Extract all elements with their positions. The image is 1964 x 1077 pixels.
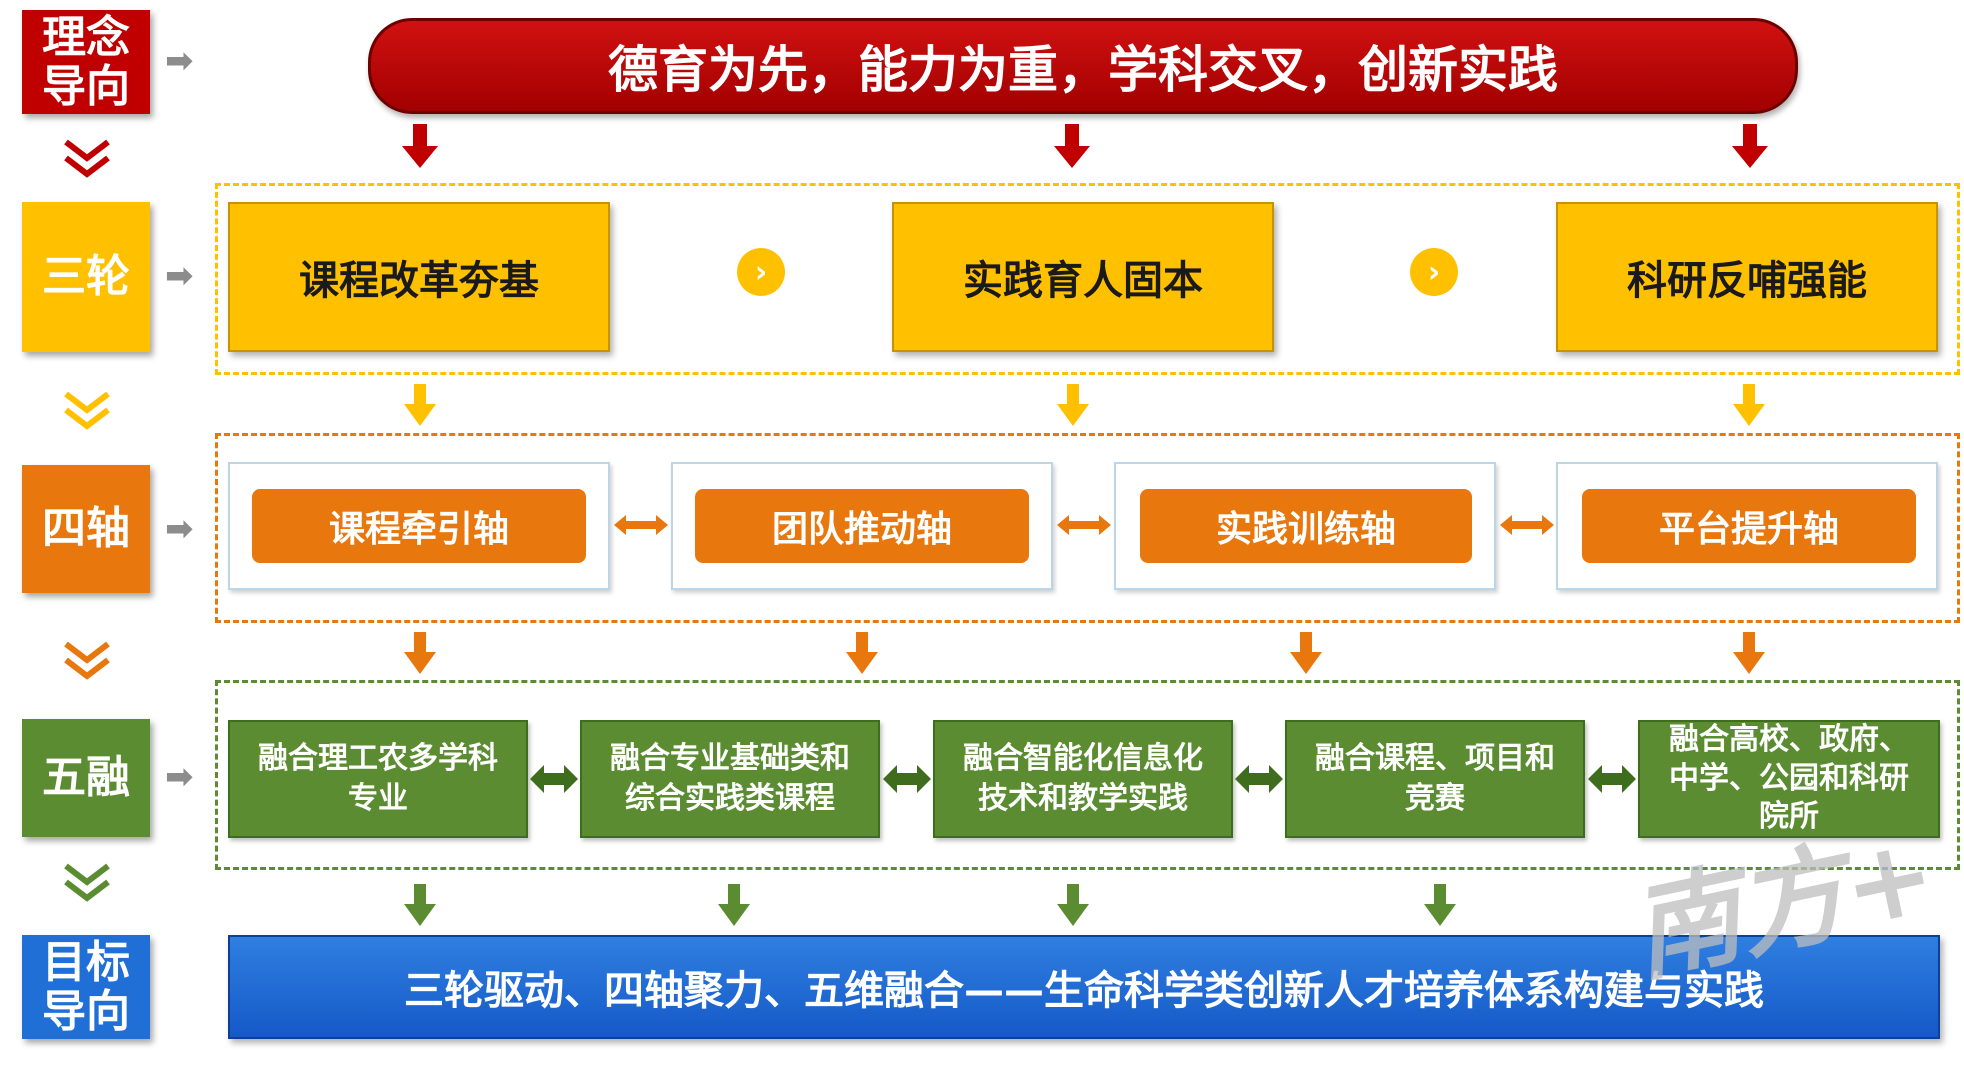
fusion-box: 融合专业基础类和 综合实践类课程 xyxy=(580,720,880,838)
fusion-box: 融合理工农多学科 专业 xyxy=(228,720,528,838)
axis-label: 平台提升轴 xyxy=(1582,489,1916,563)
double-arrow-icon xyxy=(1500,515,1554,535)
arrow-down-icon xyxy=(404,384,436,426)
arrow-down-icon xyxy=(404,884,436,926)
arrow-down-icon xyxy=(1290,632,1322,674)
axis-label: 课程牵引轴 xyxy=(252,489,586,563)
axis-label: 团队推动轴 xyxy=(695,489,1029,563)
double-arrow-icon xyxy=(1057,515,1111,535)
goal-banner: 三轮驱动、四轴聚力、五维融合——生命科学类创新人才培养体系构建与实践 xyxy=(228,935,1940,1039)
axes-container xyxy=(215,433,1960,623)
chevron-down-icon xyxy=(64,641,110,680)
fusion-box: 融合智能化信息化 技术和教学实践 xyxy=(933,720,1233,838)
arrow-down-icon xyxy=(1733,632,1765,674)
arrow-down-icon xyxy=(718,884,750,926)
arrow-down-icon xyxy=(846,632,878,674)
pointer-arrow-icon: ➡ xyxy=(165,256,194,296)
stage-label-goal: 目标 导向 xyxy=(22,935,150,1039)
wheel-box: 课程改革夯基 xyxy=(228,202,610,352)
arrow-down-icon xyxy=(1732,124,1768,168)
fusion-container xyxy=(215,680,1960,870)
chevron-down-icon xyxy=(64,139,110,178)
stage-label-axes: 四轴 xyxy=(22,465,150,593)
double-arrow-icon xyxy=(883,765,931,793)
fusion-box: 融合高校、政府、 中学、公园和科研 院所 xyxy=(1638,720,1940,838)
chevron-down-icon xyxy=(64,863,110,902)
fusion-box: 融合课程、项目和 竞赛 xyxy=(1285,720,1585,838)
double-arrow-icon xyxy=(614,515,668,535)
stage-label-concept: 理念 导向 xyxy=(22,10,150,114)
arrow-down-icon xyxy=(1057,384,1089,426)
wheel-box: 实践育人固本 xyxy=(892,202,1274,352)
arrow-down-icon xyxy=(1057,884,1089,926)
pointer-arrow-icon: ➡ xyxy=(165,757,194,797)
double-arrow-icon xyxy=(530,765,578,793)
next-circle-icon: › xyxy=(737,248,785,296)
arrow-down-icon xyxy=(402,124,438,168)
double-arrow-icon xyxy=(1588,765,1636,793)
stage-label-fusion: 五融 xyxy=(22,719,150,837)
arrow-down-icon xyxy=(1054,124,1090,168)
pointer-arrow-icon: ➡ xyxy=(165,509,194,549)
concept-banner: 德育为先，能力为重，学科交叉，创新实践 xyxy=(368,18,1798,114)
arrow-down-icon xyxy=(404,632,436,674)
arrow-down-icon xyxy=(1424,884,1456,926)
double-arrow-icon xyxy=(1235,765,1283,793)
wheels-container xyxy=(215,183,1960,375)
pointer-arrow-icon: ➡ xyxy=(165,41,194,81)
wheel-box: 科研反哺强能 xyxy=(1556,202,1938,352)
chevron-down-icon xyxy=(64,391,110,430)
axis-label: 实践训练轴 xyxy=(1140,489,1472,563)
arrow-down-icon xyxy=(1733,384,1765,426)
stage-label-wheels: 三轮 xyxy=(22,202,150,352)
next-circle-icon: › xyxy=(1410,248,1458,296)
